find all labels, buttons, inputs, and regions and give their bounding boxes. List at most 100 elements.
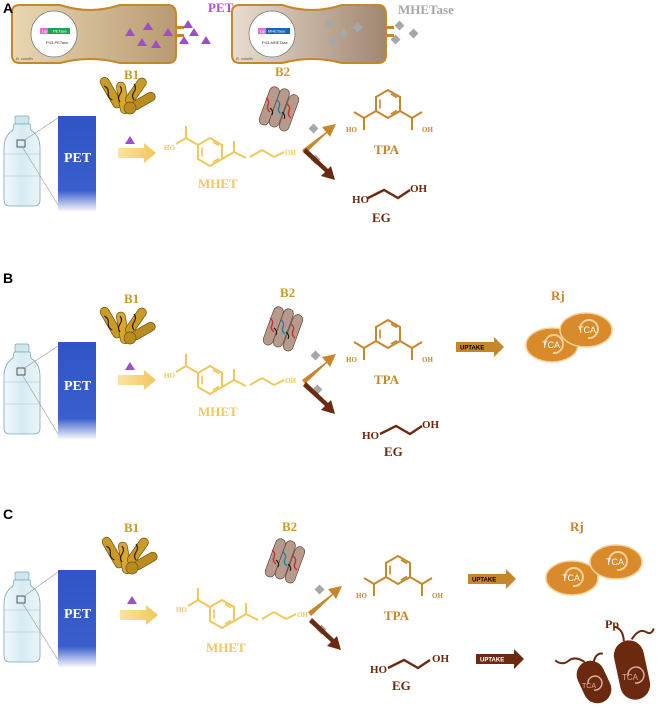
cell-species-label-2: B. subtilis bbox=[236, 56, 253, 61]
pp-label: Pp bbox=[605, 617, 619, 631]
tpa-label: TPA bbox=[374, 142, 400, 157]
plasmid-gene-label-2: MHETase bbox=[268, 29, 286, 34]
mhetase-diamond-icon bbox=[308, 123, 319, 134]
header-cells: Lip PETase P43-PETase B. subtilis PETase… bbox=[11, 0, 454, 64]
pet-label: PET bbox=[64, 151, 92, 166]
cell-mhetase: Lip MHETase P43-MHETase B. subtilis MHET… bbox=[231, 2, 454, 64]
ho-label: HO bbox=[176, 606, 187, 614]
cell-species-label: B. subtilis bbox=[16, 56, 33, 61]
tca-label: TCA bbox=[582, 683, 596, 690]
mhet-label: MHET bbox=[198, 176, 238, 191]
uptake-arrow-icon bbox=[468, 569, 516, 589]
bottle-icon bbox=[3, 343, 41, 435]
mhet-label: MHET bbox=[206, 640, 246, 655]
plasmid-lip-label-2: Lip bbox=[260, 29, 266, 34]
ho-label: HO bbox=[352, 194, 370, 206]
oh-label: OH bbox=[432, 653, 450, 665]
mhet-structure-icon bbox=[175, 126, 285, 167]
ho-label: HO bbox=[164, 372, 175, 380]
oh-label: OH bbox=[422, 419, 440, 431]
arrow-icon bbox=[302, 354, 336, 384]
panel-b: B PET B1 HO OH MHET B2 bbox=[3, 270, 613, 459]
eg-label: EG bbox=[372, 210, 391, 225]
rj-cell-icon bbox=[545, 544, 643, 596]
eg-structure-icon bbox=[379, 424, 423, 436]
tpa-structure-icon bbox=[353, 89, 423, 130]
plasmid-promoter-label: P43-PETase bbox=[46, 40, 69, 45]
oh-label: OH bbox=[285, 149, 296, 157]
cell-petase: Lip PETase P43-PETase B. subtilis PETase bbox=[11, 0, 250, 64]
panel-label: B bbox=[3, 270, 13, 286]
panel-label: C bbox=[3, 506, 13, 522]
arrow-icon bbox=[303, 382, 335, 414]
ho-label: HO bbox=[362, 430, 380, 442]
b2-bacteria-icon bbox=[257, 84, 301, 134]
arrow-icon bbox=[308, 586, 342, 616]
oh-label: OH bbox=[432, 592, 443, 600]
tca-label: TCA bbox=[542, 340, 560, 350]
b2-label: B2 bbox=[275, 64, 290, 79]
pet-block bbox=[58, 342, 96, 440]
pet-label: PET bbox=[64, 607, 92, 622]
plasmid-gene-label: PETase bbox=[53, 29, 68, 34]
bottle-icon bbox=[3, 115, 41, 207]
oh-label: OH bbox=[297, 611, 308, 619]
petase-triangle-icon bbox=[125, 136, 135, 144]
panel-a: A PET B1 HO OH MHET B2 bbox=[3, 0, 433, 225]
plasmid-lip-label: Lip bbox=[42, 29, 48, 34]
uptake-arrow-icon bbox=[456, 337, 504, 357]
b1-bacteria-icon bbox=[99, 535, 160, 576]
b1-label: B1 bbox=[124, 291, 139, 306]
tpa-label: TPA bbox=[374, 372, 400, 387]
ho-label: HO bbox=[346, 356, 357, 364]
uptake-label: UPTAKE bbox=[460, 346, 484, 352]
tca-label: TCA bbox=[578, 325, 596, 335]
b1-label: B1 bbox=[124, 520, 139, 535]
b1-label: B1 bbox=[124, 67, 139, 82]
oh-label: OH bbox=[422, 126, 433, 134]
rj-cell-icon bbox=[525, 312, 613, 363]
eg-structure-icon bbox=[387, 658, 431, 670]
mhet-label: MHET bbox=[198, 404, 238, 419]
petase-triangle-icon bbox=[127, 596, 137, 604]
pet-label: PET bbox=[64, 379, 92, 394]
arrow-icon bbox=[118, 370, 156, 390]
b2-label: B2 bbox=[282, 519, 297, 534]
pet-block bbox=[58, 570, 96, 668]
oh-label: OH bbox=[410, 183, 428, 195]
ho-label: HO bbox=[370, 664, 388, 676]
mhet-structure-icon bbox=[175, 354, 285, 395]
ho-label: HO bbox=[164, 144, 175, 152]
arrow-icon bbox=[118, 143, 156, 163]
pet-block bbox=[58, 116, 96, 212]
petase-triangle-icon bbox=[125, 362, 135, 370]
tca-label: TCA bbox=[606, 557, 624, 567]
mhetase-label: MHETase bbox=[398, 2, 454, 17]
plasmid-promoter-label-2: P43-MHETase bbox=[262, 40, 289, 45]
b2-bacteria-icon bbox=[261, 304, 305, 354]
arrow-icon bbox=[303, 148, 335, 180]
b2-label: B2 bbox=[280, 285, 295, 300]
arrow-icon bbox=[302, 124, 336, 154]
ho-label: HO bbox=[346, 126, 357, 134]
b1-bacteria-icon bbox=[97, 305, 158, 346]
oh-label: OH bbox=[285, 377, 296, 385]
uptake-label: UPTAKE bbox=[472, 578, 496, 584]
panel-label: A bbox=[3, 0, 13, 16]
uptake-label: UPTAKE bbox=[480, 658, 504, 664]
tca-label: TCA bbox=[562, 573, 580, 583]
b2-bacteria-icon bbox=[263, 536, 307, 586]
rj-label: Rj bbox=[551, 288, 565, 303]
panel-c: C PET B1 HO OH MHET B2 bbox=[3, 506, 655, 704]
eg-label: EG bbox=[384, 444, 403, 459]
tpa-structure-icon bbox=[353, 319, 423, 360]
arrow-icon bbox=[309, 618, 341, 650]
bottle-icon bbox=[3, 571, 41, 663]
mhetase-diamond-icon bbox=[314, 584, 325, 595]
oh-label: OH bbox=[422, 356, 433, 364]
tpa-structure-icon bbox=[363, 555, 433, 596]
rj-label: Rj bbox=[570, 519, 584, 534]
eg-structure-icon bbox=[367, 188, 411, 200]
arrow-icon bbox=[120, 605, 158, 625]
